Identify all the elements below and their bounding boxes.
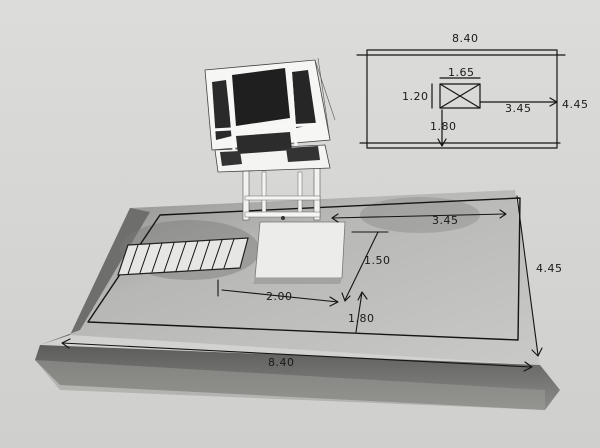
dimension-base-width bbox=[61, 338, 533, 372]
plan-outer-rectangle bbox=[366, 49, 558, 149]
pavilion-platform bbox=[253, 221, 346, 284]
plan-label-width: 8.40 bbox=[452, 32, 479, 45]
dimension-base-depth bbox=[516, 195, 543, 357]
plan-label-height: 4.45 bbox=[562, 98, 589, 111]
pavilion-tower bbox=[204, 57, 336, 221]
plan-label-offset-bottom: 1.80 bbox=[430, 120, 457, 133]
plan-sketch bbox=[356, 49, 566, 149]
label-pavilion-width: 2.00 bbox=[266, 290, 293, 303]
label-offset-right: 3.45 bbox=[432, 214, 459, 227]
dimension-offset-front bbox=[355, 291, 368, 333]
plan-label-offset-right: 3.45 bbox=[505, 102, 532, 115]
plan-label-inner-height: 1.20 bbox=[402, 90, 429, 103]
inner-outline bbox=[87, 197, 521, 341]
label-offset-front: 1.80 bbox=[348, 312, 375, 325]
plan-label-inner-width: 1.65 bbox=[448, 66, 475, 79]
dark-panel bbox=[220, 151, 242, 166]
dark-panel bbox=[236, 132, 292, 154]
slab-front-lip bbox=[35, 360, 545, 410]
label-base-width: 8.40 bbox=[268, 356, 295, 369]
dark-panel bbox=[286, 146, 320, 162]
label-pavilion-depth: 1.50 bbox=[364, 254, 391, 267]
surface-shadow bbox=[360, 197, 480, 233]
dark-panel bbox=[212, 80, 232, 140]
dark-panel bbox=[232, 68, 290, 126]
plan-inner-rectangle bbox=[439, 83, 481, 109]
dimension-pavilion-width bbox=[217, 279, 339, 307]
dark-panel bbox=[292, 70, 316, 128]
label-base-depth: 4.45 bbox=[536, 262, 563, 275]
dimension-pavilion-depth bbox=[341, 231, 389, 302]
dimension-offset-right bbox=[331, 209, 507, 223]
slab-left-edge bbox=[40, 208, 150, 345]
ramp-steps bbox=[117, 237, 249, 276]
